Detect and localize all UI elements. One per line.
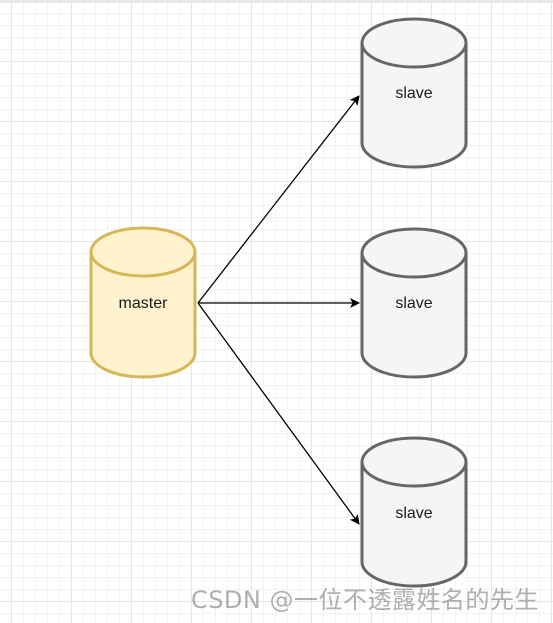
master-label: master: [119, 295, 169, 312]
slave-node-1[interactable]: slave: [360, 17, 468, 169]
slave-node-2[interactable]: slave: [360, 227, 468, 379]
slave-2-cylinder-body: [360, 253, 468, 379]
slave-2-label: slave: [395, 295, 432, 312]
slave-1-cylinder-body: [360, 43, 468, 169]
canvas-top-border: [0, 0, 553, 3]
edges: [197, 95, 360, 525]
slave-1-label: slave: [395, 85, 432, 102]
watermark-text: CSDN @一位不透露姓名的先生: [190, 586, 539, 614]
slave-2-cylinder-top: [360, 227, 468, 279]
slave-node-3[interactable]: slave: [360, 436, 468, 588]
slave-3-cylinder-body: [360, 462, 468, 588]
slave-3-cylinder-top: [360, 436, 468, 488]
master-cylinder-top: [89, 226, 197, 278]
edge-master-to-slave-3[interactable]: [197, 302, 360, 525]
slave-3-label: slave: [395, 505, 432, 522]
edge-master-to-slave-1[interactable]: [197, 95, 360, 304]
master-cylinder-body: [89, 252, 197, 379]
slave-1-cylinder-top: [360, 17, 468, 69]
master-node[interactable]: master: [89, 226, 197, 379]
